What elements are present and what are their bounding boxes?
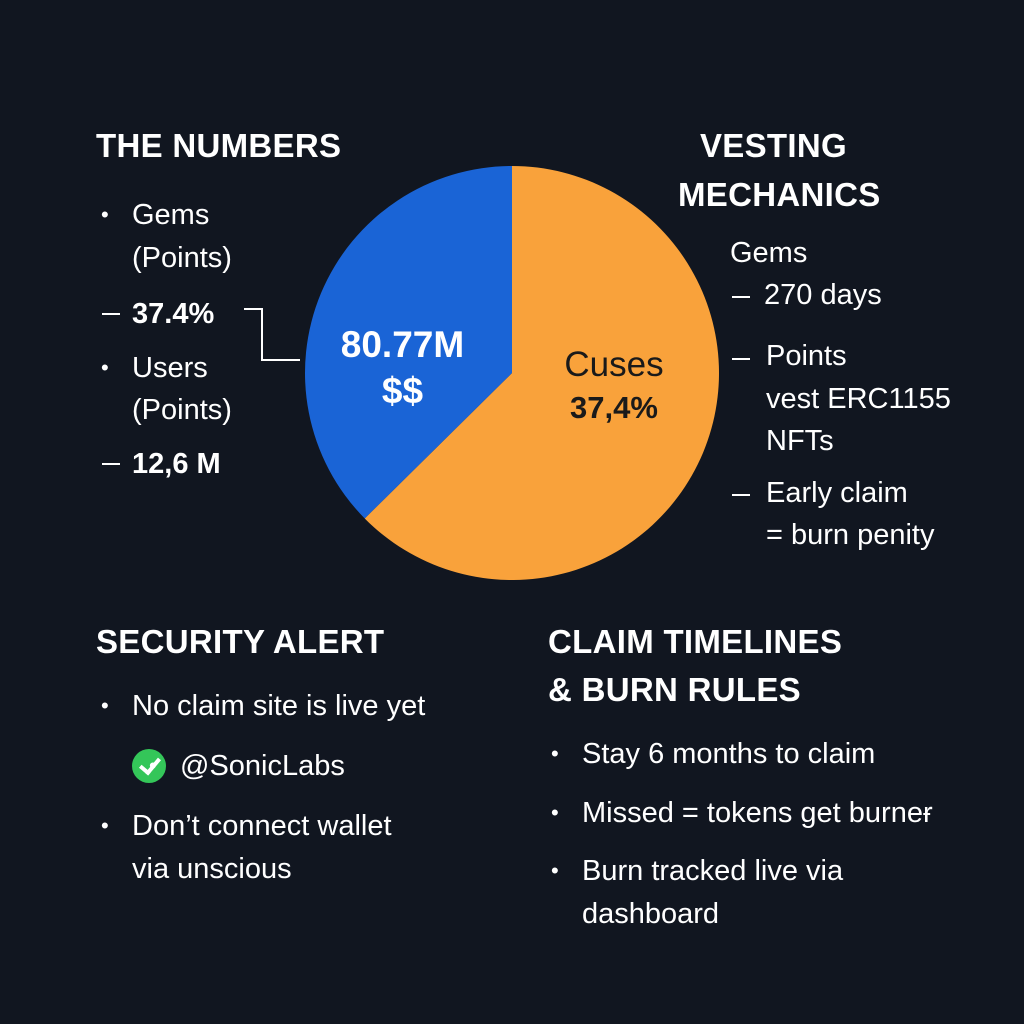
claim-item-3b: dashboard <box>582 898 720 930</box>
pie-label-orange-name: Cuses <box>564 345 664 384</box>
numbers-dash-2 <box>102 463 120 465</box>
pie-label-orange: Cuses 37,4% <box>540 343 688 429</box>
vesting-dash-3 <box>732 494 750 496</box>
vesting-gems: Gems <box>730 237 808 269</box>
pie-slice-blue <box>305 166 512 519</box>
vesting-points-3: NFTs <box>766 425 834 457</box>
vesting-title-line1: VESTING <box>700 127 847 164</box>
pie-slice-orange <box>364 166 719 580</box>
pie-label-blue: 80.77M $$ <box>330 322 475 414</box>
claim-item-1: Stay 6 months to claim <box>551 733 875 775</box>
claim-title-line2: & BURN RULES <box>548 671 801 708</box>
numbers-gems-share: 37.4% <box>132 298 215 330</box>
claim-item-2: Missed = tokens get burneɍ <box>551 792 933 834</box>
vesting-dash-1 <box>732 296 750 298</box>
vesting-points-1: Points <box>766 340 847 372</box>
numbers-users: Users <box>101 347 208 389</box>
pie-label-blue-sub: $$ <box>381 370 424 411</box>
vesting-early-1: Early claim <box>766 477 908 509</box>
vesting-dash-2 <box>732 358 750 360</box>
numbers-gems: Gems <box>101 194 209 236</box>
vesting-points-2: vest ERC1155 <box>766 383 951 415</box>
numbers-users-count: 12,6 M <box>132 448 221 480</box>
numbers-gems-points: (Points) <box>132 242 232 274</box>
pie-label-blue-value: 80.77M <box>340 324 465 365</box>
claim-item-3a: Burn tracked live via <box>551 850 843 892</box>
security-item-1: No claim site is live yet <box>101 685 425 727</box>
numbers-dash-1 <box>102 313 120 315</box>
numbers-title: THE NUMBERS <box>96 127 342 164</box>
pie-label-orange-value: 37,4% <box>570 390 658 425</box>
security-item-3a: Don’t connect wallet <box>101 805 391 847</box>
vesting-days: 270 days <box>764 279 882 311</box>
security-title: SECURITY ALERT <box>96 623 385 660</box>
vesting-early-2: = burn penity <box>766 519 935 551</box>
numbers-users-points: (Points) <box>132 394 232 426</box>
security-item-3b: via unscious <box>132 853 292 885</box>
security-item-2: @SonicLabs <box>149 745 345 787</box>
claim-title-line1: CLAIM TIMELINES <box>548 623 843 660</box>
vesting-title-line2: MECHANICS <box>678 176 881 213</box>
